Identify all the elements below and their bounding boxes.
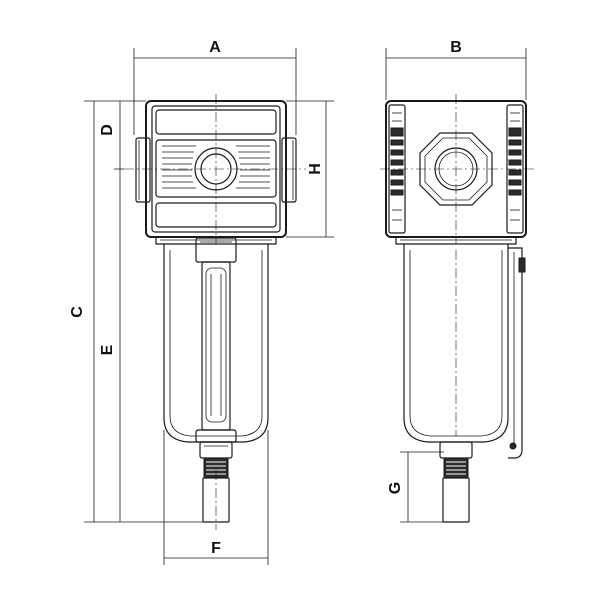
dim-label-g: G — [387, 482, 404, 494]
right-port-boss — [281, 137, 297, 203]
bowl-lock-latch — [508, 247, 523, 459]
dim-label-a: A — [209, 39, 221, 56]
bowl — [163, 244, 269, 443]
side-view — [380, 94, 534, 523]
front-view — [124, 94, 306, 530]
side-drain-tube — [442, 477, 470, 523]
side-drain-nut — [443, 457, 469, 479]
side-dimensions: B G — [385, 39, 527, 523]
dim-label-h: H — [307, 163, 324, 175]
dim-label-f: F — [211, 540, 221, 557]
front-dimensions: A C D E H F — [69, 39, 334, 565]
grille-slats-left — [162, 145, 196, 189]
grille-slats-right — [236, 145, 270, 189]
dim-label-d: D — [99, 124, 116, 136]
dim-label-b: B — [450, 39, 462, 56]
dim-label-e: E — [99, 344, 116, 355]
drain-body — [199, 441, 233, 459]
left-port-boss — [135, 137, 151, 203]
dim-label-c: C — [69, 306, 86, 318]
